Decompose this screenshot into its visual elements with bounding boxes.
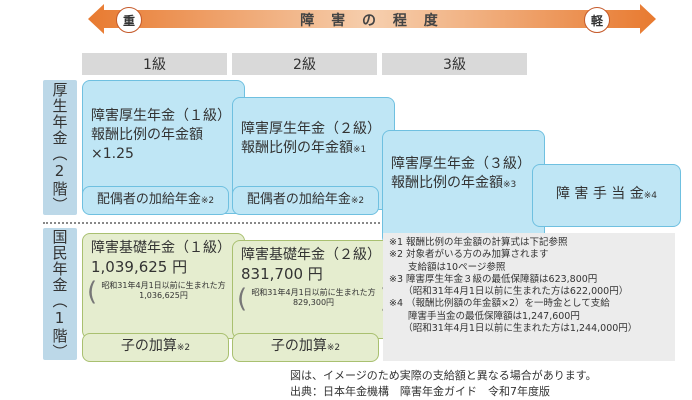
teate-note: ※4 xyxy=(643,191,658,201)
kokumin-grade1-title: 障害基礎年金（１級） xyxy=(91,240,231,256)
note-line: ※4 （報酬比例額の年金額×2）を一時金として支給 xyxy=(389,298,610,310)
note-line: 障害手当金の最低保障額は1,247,600円 xyxy=(389,310,580,322)
kosei-grade2-title: 障害厚生年金（２級） xyxy=(241,121,381,137)
kosei-grade3-box: 障害厚生年金（３級） 報酬比例の年金額※3 xyxy=(382,130,545,245)
kokumin-grade2-sub-amount: 829,300円 xyxy=(292,298,335,307)
light-label: 軽 xyxy=(584,7,610,33)
grade-header-1: 1級 xyxy=(82,53,227,75)
kokumin-grade2-box: 障害基礎年金（２級） 831,700 円 昭和31年4月1日以前に生まれた方 8… xyxy=(232,240,395,339)
kokumin-grade1-amount: 1,039,625 円 xyxy=(91,258,188,276)
kokumin-grade2-amount: 831,700 円 xyxy=(241,265,323,283)
notes-box: ※1 報酬比例の年金額の計算式は下記参照 ※2 対象者がいる方のみ加算されます … xyxy=(383,233,675,361)
spouse-addition-2: 配偶者の加給年金※2 xyxy=(232,186,379,215)
teate-box: 障 害 手 当 金※4 xyxy=(532,164,681,227)
note-line: 支給額は10ページ参照 xyxy=(389,261,506,273)
row-label-kosei: 厚生年金（2階） xyxy=(43,80,77,215)
note-line: （昭和31年4月1日以前に生まれた方は622,000円） xyxy=(389,286,629,298)
kosei-grade2-note: ※1 xyxy=(353,145,367,155)
child-addition-1: 子の加算※2 xyxy=(82,333,229,362)
source: 出典：日本年金機構 障害年金ガイド 令和7年度版 xyxy=(290,385,550,398)
note-line: ※3 障害厚生年金３級の最低保障額は623,800円 xyxy=(389,273,598,285)
spouse-addition-1: 配偶者の加給年金※2 xyxy=(82,186,229,215)
kosei-grade3-note: ※3 xyxy=(503,180,517,190)
note-line: （昭和31年4月1日以前に生まれた方は1,244,000円） xyxy=(389,323,638,335)
divider xyxy=(43,222,663,224)
child-addition-2: 子の加算※2 xyxy=(232,333,379,362)
kosei-grade3-amount: 報酬比例の年金額 xyxy=(391,175,503,191)
kokumin-grade2-title: 障害基礎年金（２級） xyxy=(241,247,381,263)
severity-arrow: 障 害 の 程 度 重 軽 xyxy=(88,4,656,34)
double-arrow-icon xyxy=(88,4,656,34)
severity-title: 障 害 の 程 度 xyxy=(300,13,444,29)
teate-title: 障 害 手 当 金 xyxy=(555,186,644,202)
grade-header-2: 2級 xyxy=(232,53,377,75)
grade-header-3: 3級 xyxy=(382,53,527,75)
kosei-grade3-title: 障害厚生年金（３級） xyxy=(391,156,531,172)
kokumin-grade1-box: 障害基礎年金（１級） 1,039,625 円 昭和31年4月1日以前に生まれた方… xyxy=(82,233,245,339)
kokumin-grade2-sub-note: 昭和31年4月1日以前に生まれた方 xyxy=(251,288,376,297)
kosei-grade1-title: 障害厚生年金（１級） xyxy=(91,108,231,124)
kokumin-grade1-sub-amount: 1,036,625円 xyxy=(139,291,188,300)
kosei-grade1-amount: 報酬比例の年金額×1.25 xyxy=(91,127,203,162)
kosei-grade2-amount: 報酬比例の年金額 xyxy=(241,140,353,156)
note-line: ※1 報酬比例の年金額の計算式は下記参照 xyxy=(389,237,568,248)
heavy-label: 重 xyxy=(116,7,142,33)
disclaimer: 図は、イメージのため実際の支給額と異なる場合があります。 xyxy=(290,369,597,382)
kokumin-grade1-sub-note: 昭和31年4月1日以前に生まれた方 xyxy=(101,281,226,290)
note-line: ※2 対象者がいる方のみ加算されます xyxy=(389,249,549,261)
row-label-kokumin: 国民年金（1階） xyxy=(43,228,77,360)
